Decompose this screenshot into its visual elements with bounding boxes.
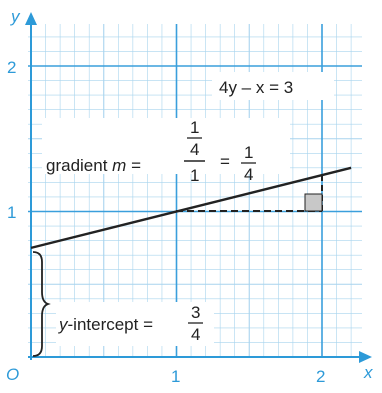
origin-label: O bbox=[6, 365, 19, 384]
gradient-variable: m bbox=[112, 156, 126, 175]
intercept-variable: y bbox=[58, 315, 69, 334]
gradient-result-numerator: 1 bbox=[244, 143, 253, 162]
gradient-equals-2: = bbox=[220, 152, 230, 171]
intercept-suffix: -intercept = bbox=[68, 315, 154, 334]
x-tick-label-1: 1 bbox=[171, 367, 180, 386]
axes bbox=[25, 12, 372, 363]
gradient-result-denominator: 4 bbox=[244, 165, 253, 184]
gradient-main-denominator: 1 bbox=[190, 166, 199, 185]
gradient-inner-numerator: 1 bbox=[190, 118, 199, 137]
equation-box bbox=[212, 72, 334, 100]
x-axis-arrow-icon bbox=[359, 351, 372, 363]
y-axis-arrow-icon bbox=[25, 12, 37, 25]
y-intercept-brace bbox=[32, 251, 51, 357]
intercept-text: y-intercept = bbox=[58, 315, 153, 334]
gradient-prefix: gradient bbox=[46, 156, 112, 175]
x-tick-label-2: 2 bbox=[316, 367, 325, 386]
gradient-inner-denominator: 4 bbox=[190, 140, 199, 159]
y-tick-label-1: 1 bbox=[7, 203, 16, 222]
gradient-box bbox=[42, 118, 290, 174]
y-tick-label-2: 2 bbox=[7, 58, 16, 77]
gradient-equals: = bbox=[126, 156, 141, 175]
line-series bbox=[30, 166, 352, 250]
right-angle-marker bbox=[304, 193, 323, 212]
x-axis-label: x bbox=[363, 363, 373, 382]
intercept-numerator: 3 bbox=[191, 303, 200, 322]
y-axis-label: y bbox=[10, 7, 21, 26]
gradient-text: gradient m = bbox=[46, 156, 141, 175]
intercept-box bbox=[56, 302, 214, 346]
equation-label: 4y – x = 3 bbox=[219, 78, 293, 97]
intercept-denominator: 4 bbox=[191, 325, 200, 344]
